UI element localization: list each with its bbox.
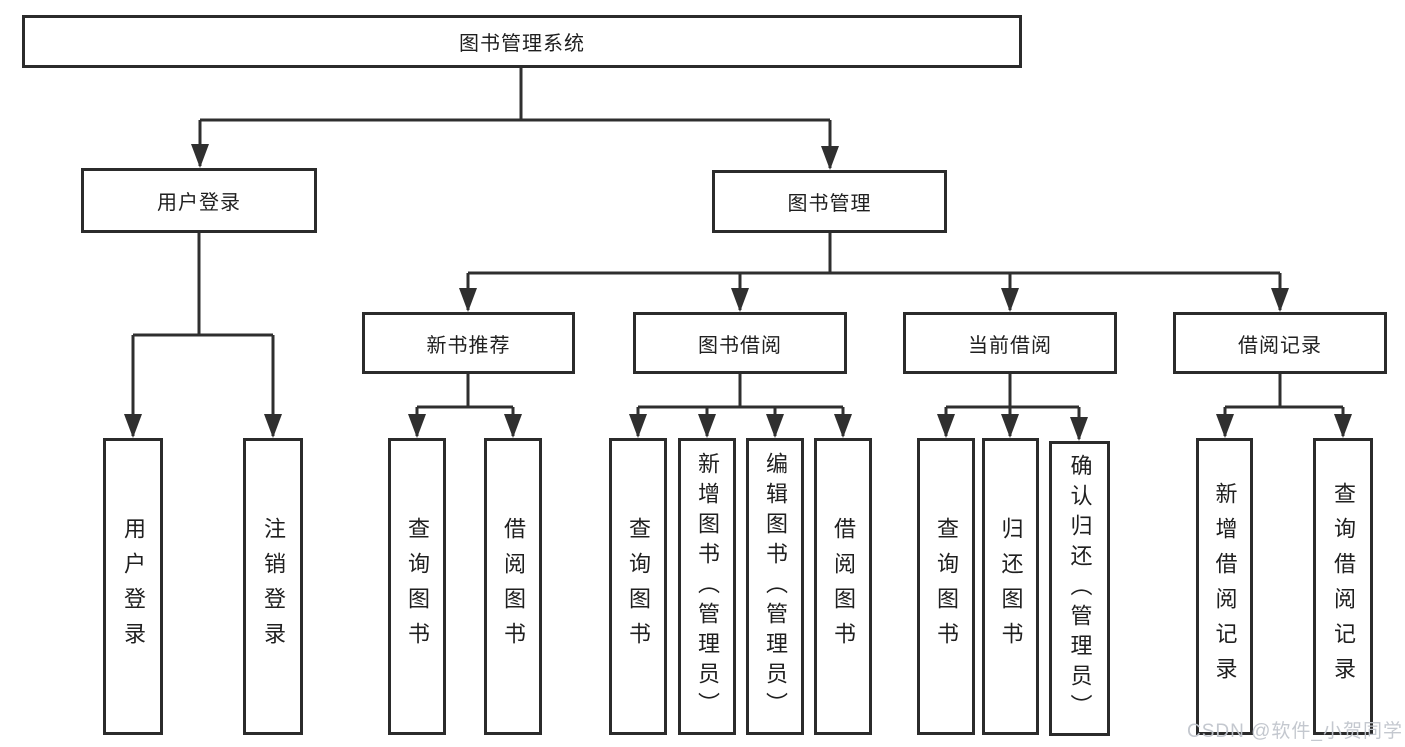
arrow-down-icon (1001, 288, 1019, 312)
arrow-down-icon (1216, 414, 1234, 438)
node-borrowing-records: 借阅记录 (1173, 312, 1387, 374)
leaf-nbr-query-book: 查询图书 (388, 438, 446, 735)
arrow-down-icon (408, 414, 426, 438)
leaf-bb-query-book: 查询图书 (609, 438, 667, 735)
connector-user-login-to-leaves (131, 233, 275, 436)
node-new-book-recommend-label: 新书推荐 (426, 334, 511, 357)
leaf-bb-add-book-admin-label: 新增图书（管理员） (695, 451, 720, 722)
leaf-cb-confirm-return-admin-label: 确认归还（管理员） (1067, 453, 1093, 724)
node-root-system-label: 图书管理系统 (459, 33, 585, 55)
leaf-nbr-borrow-book: 借阅图书 (484, 438, 542, 735)
connector-book-borrow-to-leaves (636, 374, 845, 436)
node-user-login: 用户登录 (81, 168, 317, 233)
arrow-down-icon (191, 144, 209, 168)
leaf-bb-edit-book-admin-label: 编辑图书（管理员） (763, 451, 788, 722)
arrow-down-icon (821, 146, 839, 170)
arrow-down-icon (1001, 414, 1019, 438)
leaf-cb-return-book-label: 归还图书 (998, 516, 1024, 657)
arrow-down-icon (629, 414, 647, 438)
leaf-logout: 注销登录 (243, 438, 303, 735)
csdn-watermark: CSDN @软件_小贺同学 (1187, 721, 1403, 742)
node-current-borrowing: 当前借阅 (903, 312, 1117, 374)
leaf-nbr-query-book-label: 查询图书 (405, 516, 430, 657)
connector-borrow-record-to-leaves (1223, 374, 1345, 436)
leaf-cb-confirm-return-admin: 确认归还（管理员） (1049, 441, 1110, 736)
leaf-cb-query-book-label: 查询图书 (934, 516, 959, 657)
connector-book-mgmt-to-level2 (466, 233, 1282, 310)
leaf-br-add-record-label: 新增借阅记录 (1212, 481, 1238, 692)
node-root-system: 图书管理系统 (22, 15, 1022, 68)
arrow-down-icon (937, 414, 955, 438)
node-book-borrowing: 图书借阅 (633, 312, 847, 374)
arrow-down-icon (504, 414, 522, 438)
node-book-management-label: 图书管理 (787, 193, 872, 215)
leaf-br-add-record: 新增借阅记录 (1196, 438, 1253, 735)
node-user-login-label: 用户登录 (157, 192, 241, 214)
leaf-bb-borrow-book-label: 借阅图书 (831, 516, 856, 657)
node-book-borrowing-label: 图书借阅 (698, 334, 782, 357)
connector-new-book-rec-to-leaves (415, 374, 515, 436)
leaf-cb-query-book: 查询图书 (917, 438, 975, 735)
leaf-cb-return-book: 归还图书 (982, 438, 1039, 735)
arrow-down-icon (698, 414, 716, 438)
leaf-nbr-borrow-book-label: 借阅图书 (501, 516, 526, 657)
leaf-bb-edit-book-admin: 编辑图书（管理员） (746, 438, 804, 735)
arrow-down-icon (766, 414, 784, 438)
arrow-down-icon (834, 414, 852, 438)
leaf-bb-borrow-book: 借阅图书 (814, 438, 872, 735)
leaf-br-query-record-label: 查询借阅记录 (1331, 481, 1356, 692)
arrow-down-icon (264, 414, 282, 438)
leaf-user-login: 用户登录 (103, 438, 163, 735)
connector-root-to-level1 (198, 68, 832, 168)
arrow-down-icon (459, 288, 477, 312)
node-book-management: 图书管理 (712, 170, 947, 233)
leaf-br-query-record: 查询借阅记录 (1313, 438, 1373, 735)
arrowheads (124, 144, 1352, 441)
node-new-book-recommend: 新书推荐 (362, 312, 575, 374)
arrow-down-icon (1334, 414, 1352, 438)
node-borrowing-records-label: 借阅记录 (1238, 334, 1322, 357)
node-current-borrowing-label: 当前借阅 (968, 334, 1052, 357)
arrow-down-icon (124, 414, 142, 438)
leaf-bb-add-book-admin: 新增图书（管理员） (678, 438, 736, 735)
leaf-user-login-label: 用户登录 (121, 516, 146, 657)
leaf-bb-query-book-label: 查询图书 (626, 516, 651, 657)
arrow-down-icon (731, 288, 749, 312)
arrow-down-icon (1070, 417, 1088, 441)
arrow-down-icon (1271, 288, 1289, 312)
leaf-logout-label: 注销登录 (261, 516, 286, 657)
